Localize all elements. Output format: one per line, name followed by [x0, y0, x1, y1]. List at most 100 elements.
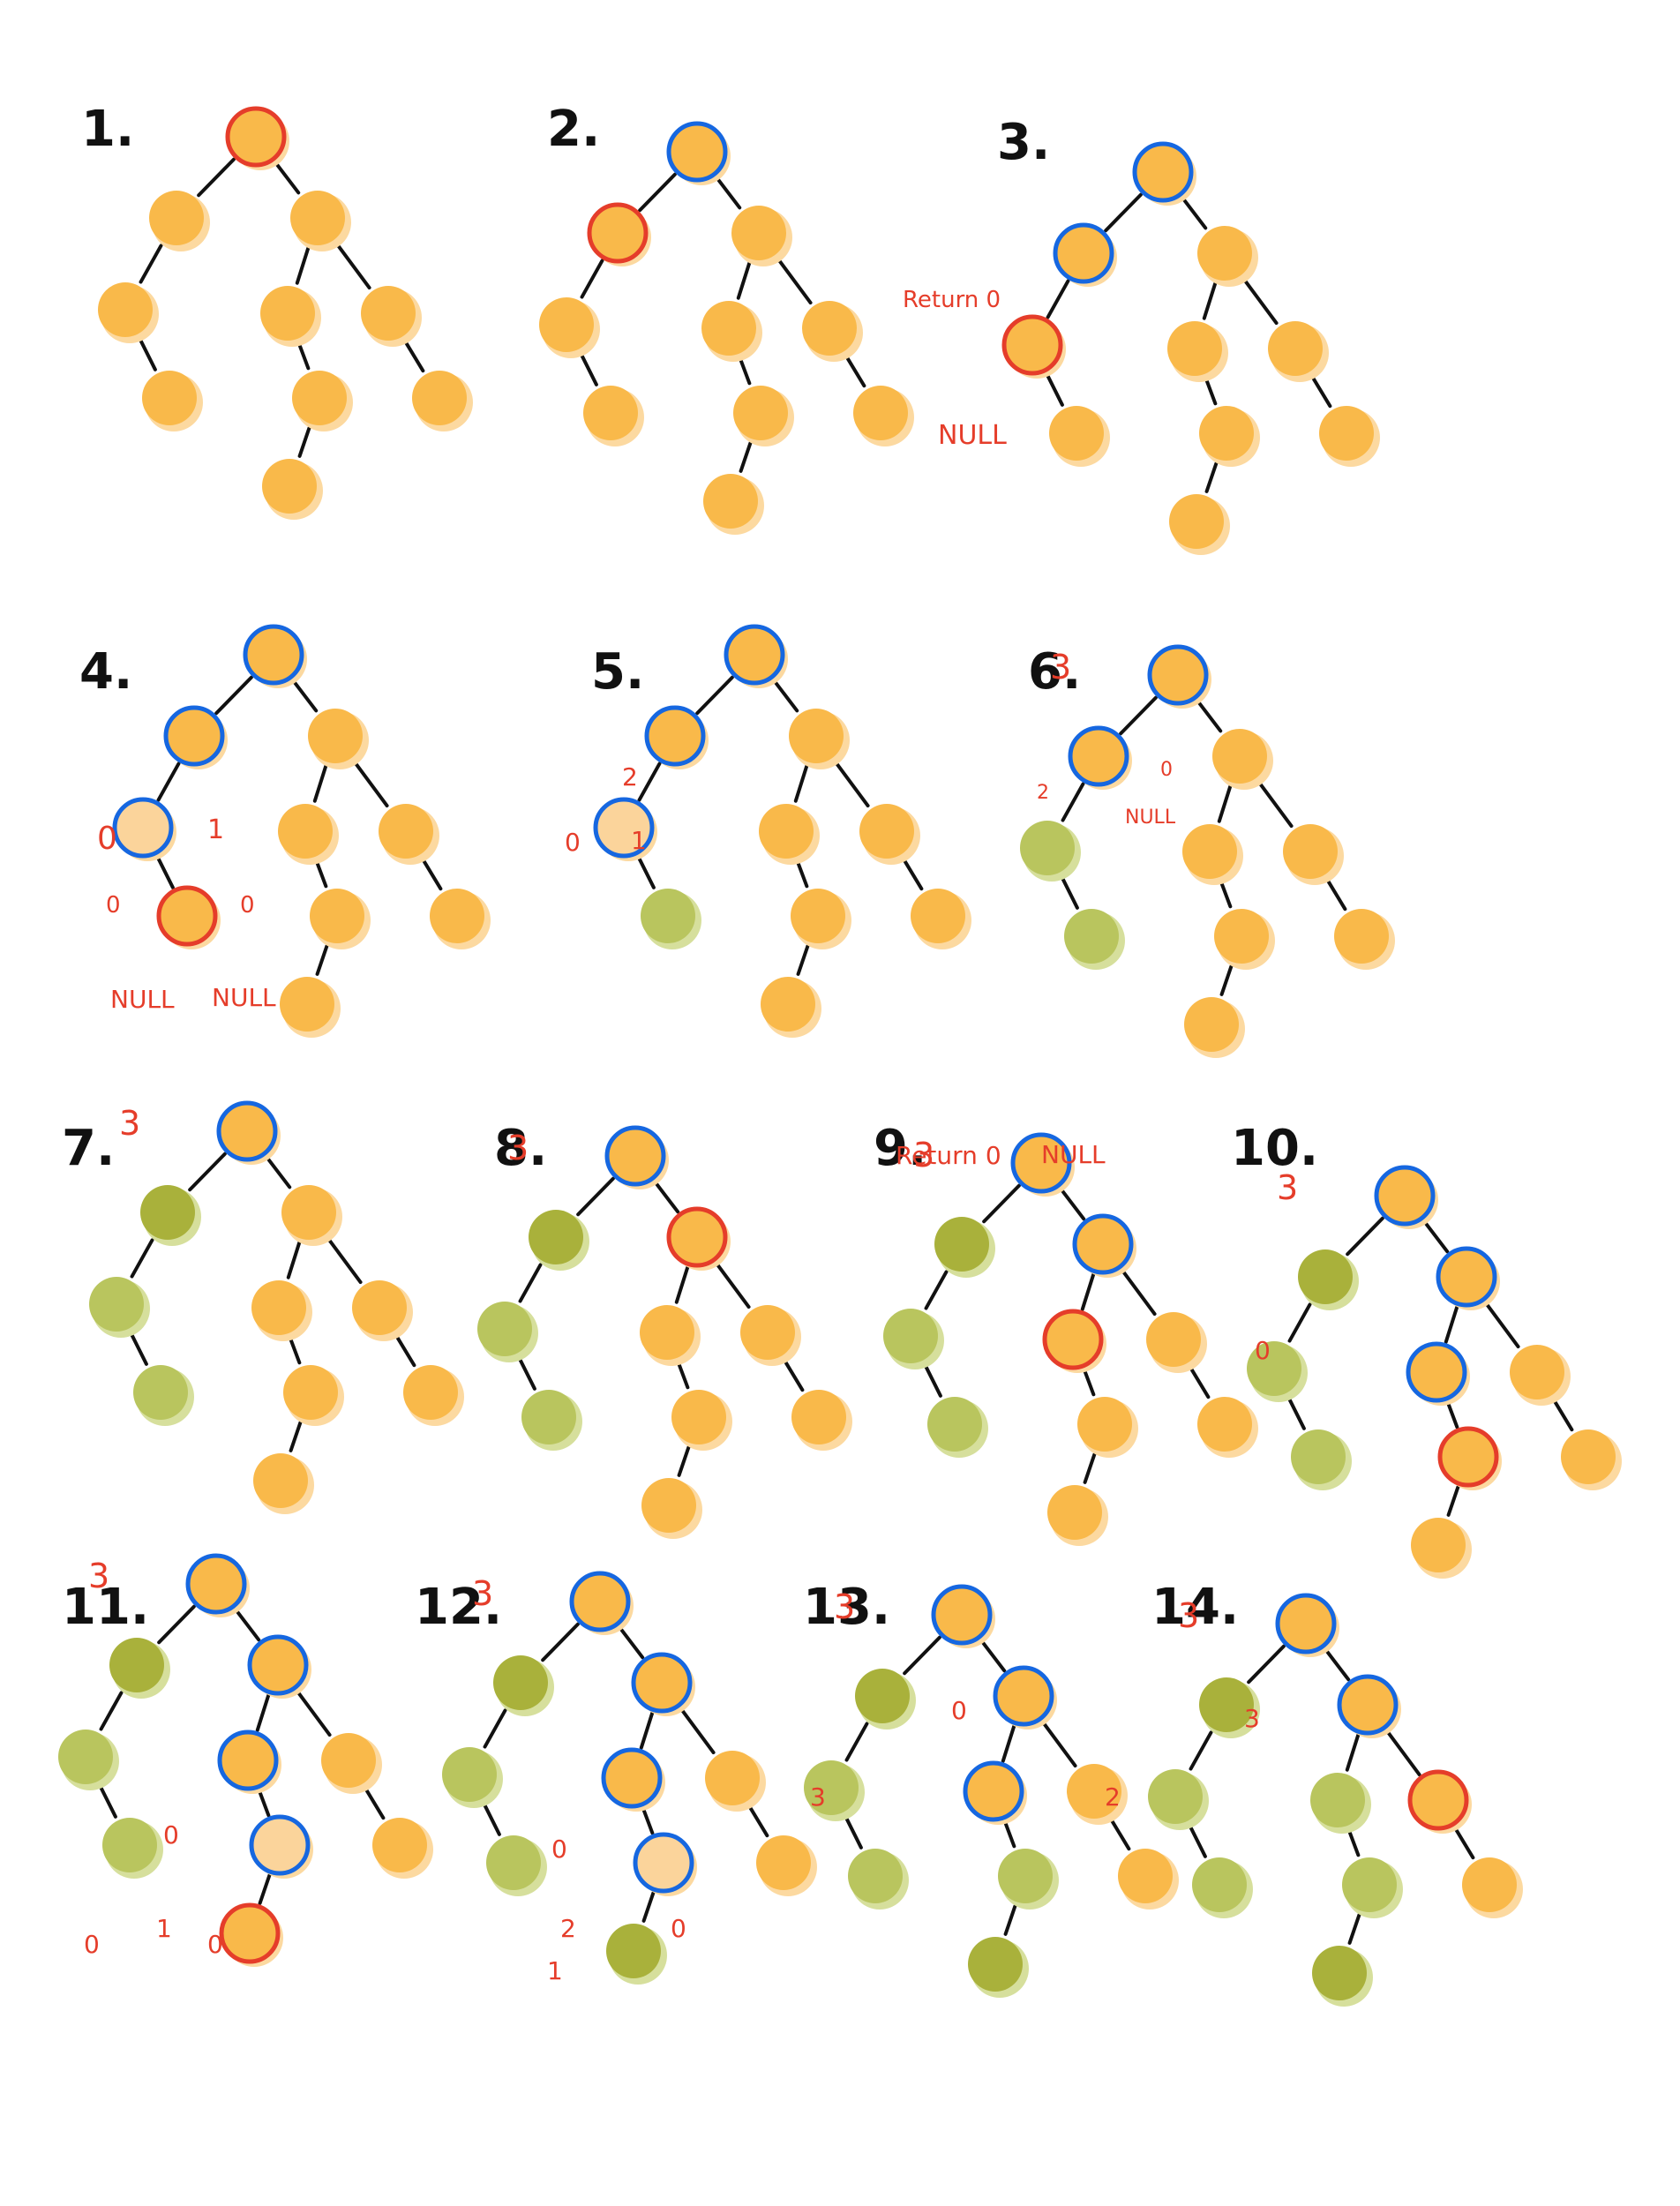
tree-edge — [674, 1265, 690, 1304]
tree-node — [703, 474, 758, 529]
tree-node — [1247, 1341, 1301, 1396]
stack-node-outline — [216, 1100, 278, 1162]
tree-node — [759, 804, 814, 859]
tree-node — [1184, 997, 1239, 1052]
current-node-outline — [666, 1206, 728, 1268]
tree-edge — [157, 1604, 196, 1645]
tree-edge — [1001, 1724, 1016, 1763]
tree-node — [634, 1655, 689, 1710]
tree-node — [1342, 1857, 1397, 1912]
annotation-text: 2 — [622, 762, 638, 792]
tree-edge — [1082, 1367, 1096, 1397]
tree-edge — [736, 261, 752, 300]
tree-node — [310, 889, 364, 943]
stack-node-outline — [569, 1571, 631, 1632]
tree-node — [1076, 1217, 1130, 1272]
step-label: 2. — [547, 101, 600, 158]
step-label: 9. — [874, 1120, 926, 1177]
tree-edge — [796, 944, 810, 976]
current-node-outline — [587, 202, 649, 264]
current-node-outline — [1407, 1769, 1469, 1831]
tree-node — [804, 1760, 859, 1815]
tree-edge — [1551, 1397, 1574, 1432]
step-panel: 2. — [539, 101, 914, 535]
max-depth-counter: 3 — [507, 1129, 529, 1167]
annotation-text: 1 — [207, 814, 224, 845]
annotation-text: NULL — [1041, 1140, 1106, 1169]
tree-node — [853, 386, 908, 440]
tree-edge — [695, 675, 734, 716]
annotation-text: 3 — [810, 1782, 826, 1812]
tree-node — [430, 889, 484, 943]
tree-node — [1136, 145, 1190, 199]
tree-edge — [1446, 1485, 1460, 1517]
tree-node — [1441, 1429, 1496, 1484]
tree-node — [1268, 321, 1323, 376]
tree-node — [1439, 1249, 1494, 1304]
tree-edge — [844, 1814, 863, 1850]
max-depth-counter: 3 — [88, 1557, 109, 1595]
tree-node — [1411, 1518, 1466, 1572]
tree-edge — [1195, 698, 1223, 733]
tree-node — [1151, 648, 1205, 702]
tree-edge — [1061, 782, 1085, 822]
tree-edge — [482, 1801, 501, 1836]
tree-node — [149, 191, 204, 245]
stack-node-outline — [931, 1584, 993, 1646]
tree-node — [1056, 226, 1111, 281]
current-node-outline — [1001, 314, 1063, 376]
tree-node — [290, 191, 345, 245]
tree-edge — [1347, 1913, 1361, 1945]
stack-node-outline — [217, 1730, 279, 1791]
tree-edge — [641, 1891, 656, 1923]
stack-node-outline — [633, 1832, 694, 1894]
tree-node — [251, 1638, 305, 1692]
tree-node — [486, 1835, 541, 1890]
tree-edge — [139, 244, 163, 284]
stack-node-outline — [1010, 1132, 1072, 1194]
tree-node — [727, 627, 782, 682]
tree-node — [756, 1835, 811, 1890]
tree-edge — [1040, 1719, 1077, 1768]
tree-node — [140, 1185, 195, 1240]
annotation-text: 2 — [560, 1914, 576, 1943]
tree-node — [791, 1390, 846, 1444]
step-label: 14. — [1151, 1579, 1239, 1636]
tree-edge — [844, 1722, 869, 1762]
tree-node — [283, 1365, 338, 1420]
tree-node — [280, 977, 334, 1032]
step-panel: 14.33 — [1148, 1579, 1523, 2007]
tree-node — [761, 977, 815, 1032]
tree-edge — [1188, 1364, 1211, 1399]
tree-node — [442, 1747, 497, 1802]
tree-edge — [637, 762, 662, 802]
tree-node — [1005, 318, 1060, 372]
tree-edge — [641, 1805, 655, 1835]
tree-edge — [1188, 1823, 1207, 1858]
tree-edge — [483, 1708, 507, 1749]
tree-edge — [638, 172, 677, 213]
step-label: 10. — [1231, 1120, 1318, 1177]
tree-edge — [1287, 1302, 1312, 1343]
step-panel: 7.3 — [62, 1100, 464, 1514]
tree-edge — [771, 678, 799, 713]
stack-node-outline — [593, 797, 655, 859]
tree-node — [608, 1129, 663, 1183]
tree-node — [1298, 1249, 1353, 1304]
tree-node — [996, 1669, 1051, 1723]
tree-node — [1167, 321, 1222, 376]
stack-node-outline — [1147, 644, 1209, 706]
tree-node — [403, 1365, 458, 1420]
max-depth-counter: 3 — [119, 1104, 140, 1143]
tree-node — [1182, 824, 1237, 879]
tree-node — [1064, 909, 1119, 964]
step-label: 7. — [62, 1120, 115, 1177]
tree-node — [246, 627, 301, 682]
annotation-text: Return 0 — [903, 287, 1001, 313]
tree-edge — [1119, 695, 1158, 736]
tree-edge — [1217, 784, 1233, 823]
tree-node — [1071, 729, 1126, 784]
tree-edge — [679, 1706, 716, 1755]
